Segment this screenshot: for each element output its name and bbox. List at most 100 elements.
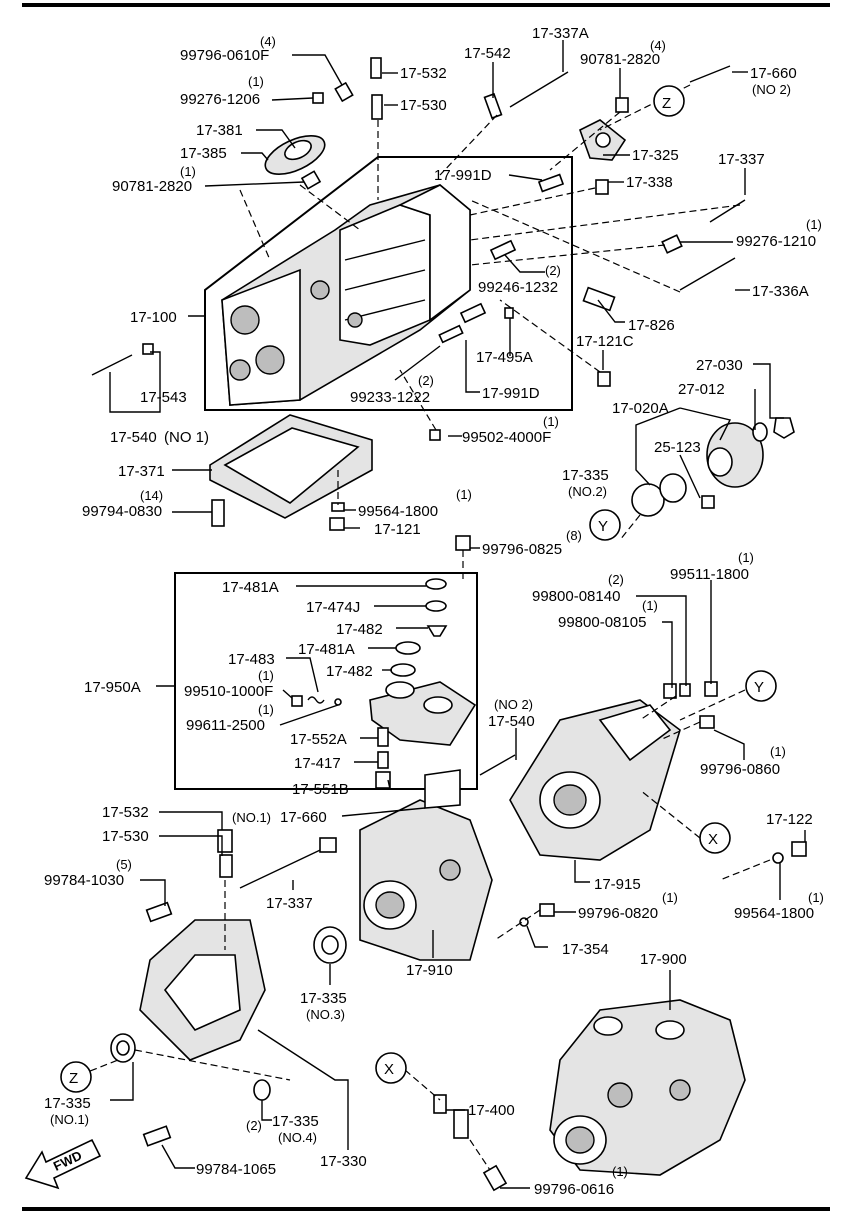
label-17-915: 17-915 <box>594 876 641 893</box>
qty-99800-08105: (1) <box>642 598 658 613</box>
qty-99794-0830: (14) <box>140 488 163 503</box>
sub-17-540-no2: (NO 2) <box>494 697 533 712</box>
label-99800-08140: 99800-08140 <box>532 588 620 605</box>
qty-99796-0860: (1) <box>770 744 786 759</box>
label-17-354: 17-354 <box>562 941 609 958</box>
label-27-030: 27-030 <box>696 357 743 374</box>
sub-17-335-no1: (NO.1) <box>50 1112 89 1127</box>
label-27-012: 27-012 <box>678 381 725 398</box>
qty-99796-0610F: (4) <box>260 34 276 49</box>
label-17-950A: 17-950A <box>84 679 141 696</box>
label-99511-1800: 99511-1800 <box>670 566 749 583</box>
label-17-542: 17-542 <box>464 45 511 62</box>
qty-99564-1800-a: (1) <box>456 487 472 502</box>
label-99796-0610F: 99796-0610F <box>180 47 269 64</box>
label-17-121: 17-121 <box>374 521 421 538</box>
label-17-337A: 17-337A <box>532 25 589 42</box>
sub-17-540-no1: (NO 1) <box>164 429 209 446</box>
qty-90781-2820-a: (1) <box>180 164 196 179</box>
callout-x-right: X <box>699 822 731 854</box>
label-90781-2820-b: 90781-2820 <box>580 51 660 68</box>
label-99784-1065: 99784-1065 <box>196 1161 276 1178</box>
leader-lines <box>109 40 806 1189</box>
qty-99564-1800-b: (1) <box>808 890 824 905</box>
label-90781-2820-a: 90781-2820 <box>112 178 192 195</box>
label-17-020A: 17-020A <box>612 400 669 417</box>
label-99276-1206: 99276-1206 <box>180 91 260 108</box>
part-drawings: FWD <box>24 57 807 1192</box>
label-17-330: 17-330 <box>320 1153 367 1170</box>
qty-99784-1030: (5) <box>116 857 132 872</box>
qty-99796-0616: (1) <box>612 1164 628 1179</box>
label-17-335-no4: 17-335 <box>272 1113 319 1130</box>
sub-17-335-no2: (NO.2) <box>568 484 607 499</box>
label-17-482-b: 17-482 <box>326 663 373 680</box>
label-17-483: 17-483 <box>228 651 275 668</box>
callouts: Z Y Y X Z X <box>60 85 777 1093</box>
label-17-481A-a: 17-481A <box>222 579 279 596</box>
label-17-660-top: 17-660 <box>750 65 797 82</box>
label-99796-0616: 99796-0616 <box>534 1181 614 1198</box>
label-99233-1222: 99233-1222 <box>350 389 430 406</box>
sub-17-660-no1: (NO.1) <box>232 810 271 825</box>
callout-z-bottom: Z <box>60 1061 92 1093</box>
label-17-338: 17-338 <box>626 174 673 191</box>
label-17-532-top: 17-532 <box>400 65 447 82</box>
svg-text:X: X <box>708 831 718 848</box>
label-17-122: 17-122 <box>766 811 813 828</box>
label-17-530-top: 17-530 <box>400 97 447 114</box>
label-17-495A: 17-495A <box>476 349 533 366</box>
label-99796-0860: 99796-0860 <box>700 761 780 778</box>
control-assembly-box <box>174 572 478 790</box>
sub-17-335-no3: (NO.3) <box>306 1007 345 1022</box>
qty-90781-2820-b: (4) <box>650 38 666 53</box>
label-17-660-no1: 17-660 <box>280 809 327 826</box>
label-17-335-no2: 17-335 <box>562 467 609 484</box>
control-housing-drawing <box>291 535 477 789</box>
label-17-100: 17-100 <box>130 309 177 326</box>
label-17-900: 17-900 <box>640 951 687 968</box>
label-17-543: 17-543 <box>140 389 187 406</box>
qty-99796-0825: (8) <box>566 528 582 543</box>
qty-99510-1000F: (1) <box>258 668 274 683</box>
bottom-border <box>22 1207 830 1211</box>
label-17-121C: 17-121C <box>576 333 634 350</box>
label-17-335-no3: 17-335 <box>300 990 347 1007</box>
label-17-991D-top: 17-991D <box>434 167 492 184</box>
sub-17-335-no4: (NO.4) <box>278 1130 317 1145</box>
label-17-482-a: 17-482 <box>336 621 383 638</box>
svg-text:Z: Z <box>69 1070 78 1087</box>
qty-99246-1232: (2) <box>545 263 561 278</box>
extension-bearing-drawing <box>631 417 795 517</box>
label-99564-1800-a: 99564-1800 <box>358 503 438 520</box>
label-99796-0825: 99796-0825 <box>482 541 562 558</box>
rear-case-drawing <box>479 681 807 927</box>
label-99800-08105: 99800-08105 <box>558 614 646 631</box>
label-17-530-bottom: 17-530 <box>102 828 149 845</box>
label-99502-4000F: 99502-4000F <box>462 429 551 446</box>
label-17-337-bottom: 17-337 <box>266 895 313 912</box>
label-99794-0830: 99794-0830 <box>82 503 162 520</box>
label-17-336A: 17-336A <box>752 283 809 300</box>
sub-17-660-top: (NO 2) <box>752 82 791 97</box>
transmission-case-drawing <box>221 184 471 406</box>
label-17-337-top: 17-337 <box>718 151 765 168</box>
label-17-325: 17-325 <box>632 147 679 164</box>
label-17-400: 17-400 <box>468 1102 515 1119</box>
qty-99796-0820: (1) <box>662 890 678 905</box>
label-99784-1030: 99784-1030 <box>44 872 124 889</box>
qty-17-335-no4: (2) <box>246 1118 262 1133</box>
label-17-381: 17-381 <box>196 122 243 139</box>
qty-99800-08140: (2) <box>608 572 624 587</box>
label-17-991D-bottom: 17-991D <box>482 385 540 402</box>
label-17-910: 17-910 <box>406 962 453 979</box>
case-17-100-group-box <box>204 156 573 411</box>
fwd-arrow-icon: FWD <box>24 1138 102 1190</box>
svg-text:Y: Y <box>754 679 764 696</box>
label-17-474J: 17-474J <box>306 599 360 616</box>
callout-y-right: Y <box>745 670 777 702</box>
label-17-551B: 17-551B <box>292 781 349 798</box>
label-17-385: 17-385 <box>180 145 227 162</box>
label-17-552A: 17-552A <box>290 731 347 748</box>
label-99246-1232: 99246-1232 <box>478 279 558 296</box>
